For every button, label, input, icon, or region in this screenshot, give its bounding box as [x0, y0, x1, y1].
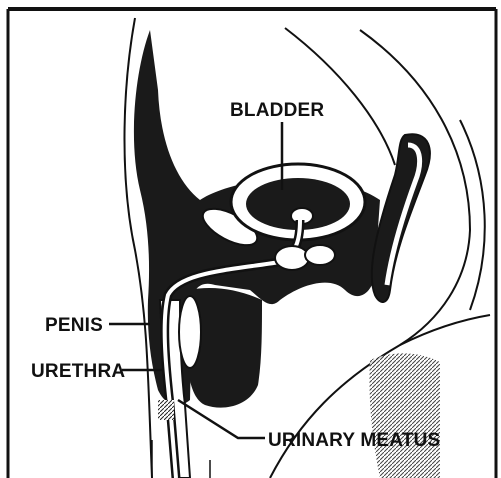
- corpus-oval: [179, 296, 201, 368]
- buttock-contour: [460, 120, 485, 310]
- penis-tip-hatch: [158, 400, 174, 420]
- seminal-vesicle: [305, 245, 335, 265]
- label-penis: PENIS: [45, 315, 103, 336]
- perineum-shading: [369, 353, 440, 478]
- label-urethra: URETHRA: [31, 361, 125, 382]
- label-bladder: BLADDER: [230, 100, 324, 121]
- prostate: [275, 246, 309, 270]
- back-contour-1: [285, 28, 395, 165]
- label-urinary-meatus: URINARY MEATUS: [268, 430, 440, 451]
